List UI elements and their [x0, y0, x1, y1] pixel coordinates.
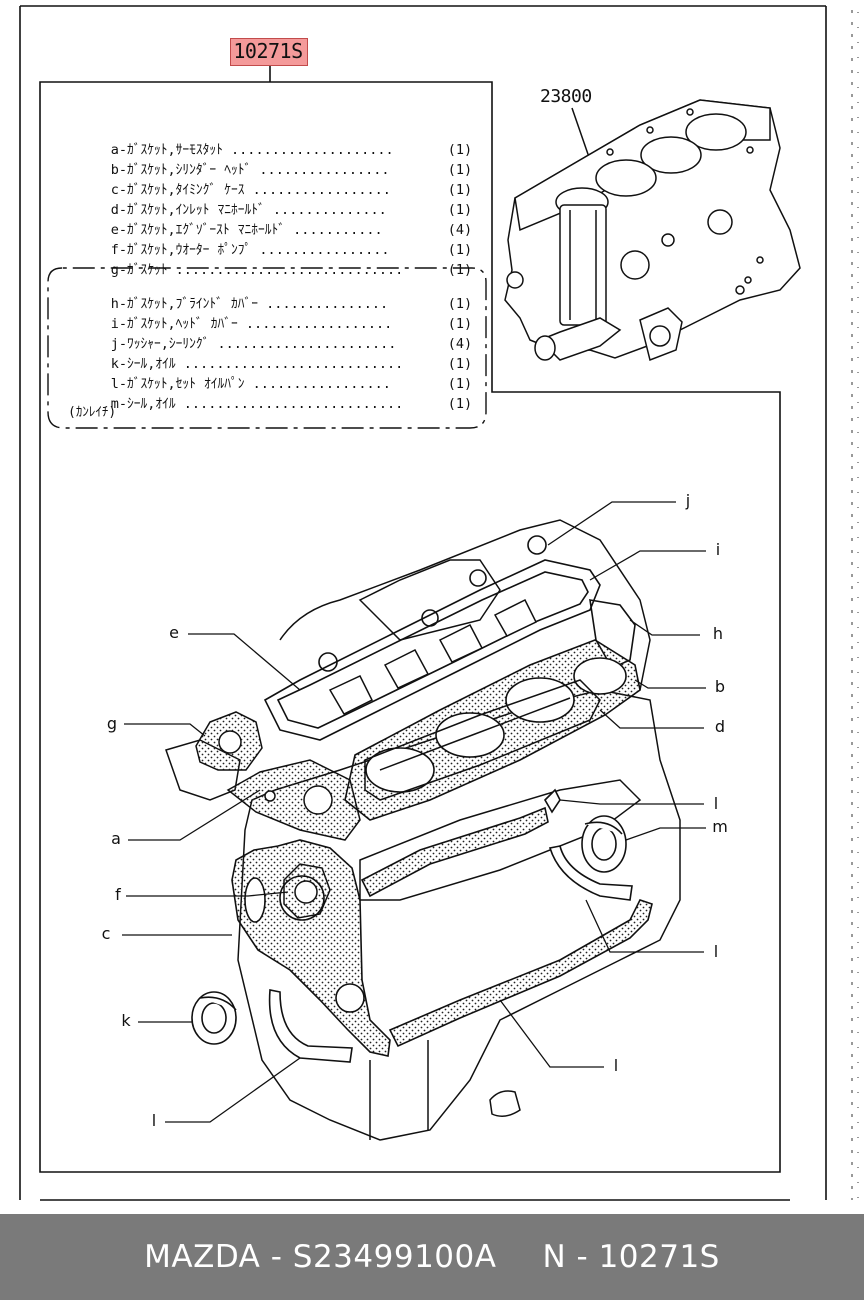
item-quantity: (1)	[447, 356, 473, 372]
callout-c: c	[101, 924, 111, 943]
parts-list: a-ｶﾞｽｹｯﾄ,ｻｰﾓｽﾀｯﾄ .................... (1)…	[62, 120, 482, 278]
kit-part-number-highlight	[230, 38, 308, 66]
list-item: c-ｶﾞｽｹｯﾄ,ﾀｲﾐﾝｸﾞ ｹｰｽ ................. (1)	[62, 160, 472, 198]
item-quantity: (1)	[447, 396, 473, 412]
kit-part-number: 10271S	[233, 39, 303, 63]
list-item: l-ｶﾞｽｹｯﾄ,ｾｯﾄ ｵｲﾙﾊﾟﾝ ................. (1)	[62, 354, 472, 392]
item-letter: d	[110, 202, 119, 218]
item-quantity: (1)	[447, 242, 473, 258]
item-quantity: (4)	[447, 336, 473, 352]
block-assembly-number: 23800	[540, 86, 592, 107]
item-letter: h	[110, 296, 119, 312]
item-description: -ｶﾞｽｹｯﾄ,ｳｵｰﾀｰ ﾎﾟﾝﾌﾟ ................	[118, 242, 390, 258]
callout-b: b	[714, 677, 726, 696]
item-letter: c	[110, 182, 119, 198]
item-letter: g	[110, 262, 119, 278]
kit-bracket-box	[39, 64, 781, 1173]
item-description: -ｶﾞｽｹｯﾄ,ｼﾘﾝﾀﾞｰ ﾍｯﾄﾞ ................	[118, 162, 390, 178]
item-letter: a	[110, 142, 119, 158]
exploded-engine-diagram	[19, 5, 859, 1201]
item-quantity: (4)	[447, 222, 473, 238]
item-description: -ｶﾞｽｹｯﾄ ............................	[118, 262, 404, 278]
related-parts-note: (ｶﾝﾚｲﾁ)	[68, 405, 117, 420]
related-parts-list: h-ｶﾞｽｹｯﾄ,ﾌﾞﾗｲﾝﾄﾞ ｶﾊﾞｰ ............... (1)…	[62, 274, 482, 412]
footer-bar: MAZDA - S23499100A N - 10271S	[0, 1214, 864, 1300]
item-quantity: (1)	[447, 162, 473, 178]
list-item: m-ｼｰﾙ,ｵｲﾙ ........................... (1)	[62, 374, 472, 412]
footer-caption: MAZDA - S23499100A N - 10271S	[0, 1214, 864, 1300]
callout-i: i	[715, 540, 721, 559]
list-item: a-ｶﾞｽｹｯﾄ,ｻｰﾓｽﾀｯﾄ .................... (1)	[62, 120, 472, 158]
page-frame	[19, 5, 827, 1201]
leader-lines	[122, 501, 706, 1123]
item-description: -ﾜｯｼｬｰ,ｼｰﾘﾝｸﾞ ......................	[118, 336, 397, 352]
callout-f: f	[115, 885, 121, 904]
callout-e: e	[169, 623, 179, 642]
item-letter: j	[110, 336, 119, 352]
item-description: -ｶﾞｽｹｯﾄ,ｾｯﾄ ｵｲﾙﾊﾟﾝ .................	[118, 376, 391, 392]
list-item: k-ｼｰﾙ,ｵｲﾙ ........................... (1)	[62, 334, 472, 372]
item-quantity: (1)	[447, 202, 473, 218]
callout-h: h	[712, 624, 724, 643]
callout-k: k	[121, 1011, 131, 1030]
callout-l-top: l	[713, 794, 719, 813]
callout-g: g	[106, 714, 118, 733]
callout-a: a	[111, 829, 121, 848]
item-quantity: (1)	[447, 182, 473, 198]
callout-j: j	[685, 491, 691, 510]
footer-n-label: N	[542, 1239, 567, 1275]
item-description: -ｶﾞｽｹｯﾄ,ｻｰﾓｽﾀｯﾄ ....................	[118, 142, 394, 158]
item-description: -ｶﾞｽｹｯﾄ,ﾀｲﾐﾝｸﾞ ｹｰｽ .................	[118, 182, 391, 198]
item-description: -ｼｰﾙ,ｵｲﾙ ...........................	[118, 396, 404, 412]
item-quantity: (1)	[447, 376, 473, 392]
oil-seal-k	[191, 991, 237, 1045]
list-item: h-ｶﾞｽｹｯﾄ,ﾌﾞﾗｲﾝﾄﾞ ｶﾊﾞｰ ............... (1)	[62, 274, 472, 312]
list-item: b-ｶﾞｽｹｯﾄ,ｼﾘﾝﾀﾞｰ ﾍｯﾄﾞ ................ (1)	[62, 140, 472, 178]
oil-seal-m	[581, 815, 627, 873]
item-description: -ｶﾞｽｹｯﾄ,ﾍｯﾄﾞ ｶﾊﾞｰ ..................	[118, 316, 393, 332]
item-letter: m	[110, 396, 119, 412]
item-quantity: (1)	[447, 142, 473, 158]
footer-brand: MAZDA	[144, 1239, 261, 1275]
footer-separator-2: -	[576, 1239, 589, 1275]
right-edge-marks	[851, 10, 859, 1200]
list-item: f-ｶﾞｽｹｯﾄ,ｳｵｰﾀｰ ﾎﾟﾝﾌﾟ ................ (1)	[62, 220, 472, 258]
item-letter: l	[110, 376, 119, 392]
item-letter: e	[110, 222, 119, 238]
item-quantity: (1)	[447, 296, 473, 312]
footer-separator: -	[270, 1239, 283, 1275]
list-item: i-ｶﾞｽｹｯﾄ,ﾍｯﾄﾞ ｶﾊﾞｰ .................. (1)	[62, 294, 472, 332]
related-parts-dashed-box	[47, 267, 487, 429]
cylinder-block-sketch	[504, 99, 801, 362]
callout-m: m	[712, 817, 728, 836]
list-item: j-ﾜｯｼｬｰ,ｼｰﾘﾝｸﾞ ...................... (4)	[62, 314, 472, 352]
item-letter: k	[110, 356, 119, 372]
footer-oem-number: S23499100A	[292, 1239, 497, 1275]
head-cover-gasket	[263, 535, 601, 741]
item-description: -ｶﾞｽｹｯﾄ,ｲﾝﾚｯﾄ ﾏﾆﾎｰﾙﾄﾞ ..............	[118, 202, 387, 218]
callout-l-bottom: l	[613, 1056, 619, 1075]
item-quantity: (1)	[447, 316, 473, 332]
item-description: -ｶﾞｽｹｯﾄ,ﾌﾞﾗｲﾝﾄﾞ ｶﾊﾞｰ ...............	[118, 296, 389, 312]
oil-pan-gasket-set	[268, 788, 653, 1063]
item-letter: f	[110, 242, 119, 258]
item-letter: i	[110, 316, 119, 332]
list-item: d-ｶﾞｽｹｯﾄ,ｲﾝﾚｯﾄ ﾏﾆﾎｰﾙﾄﾞ .............. (1)	[62, 180, 472, 218]
list-item: e-ｶﾞｽｹｯﾄ,ｴｸﾞｿﾞｰｽﾄ ﾏﾆﾎｰﾙﾄﾞ ........... (4)	[62, 200, 472, 238]
thermostat-gasket	[226, 759, 361, 841]
water-pump-gasket	[283, 863, 331, 919]
list-item: g-ｶﾞｽｹｯﾄ ............................ (1)	[62, 240, 472, 278]
item-letter: b	[110, 162, 119, 178]
item-description: -ｼｰﾙ,ｵｲﾙ ...........................	[118, 356, 404, 372]
item-description: -ｶﾞｽｹｯﾄ,ｴｸﾞｿﾞｰｽﾄ ﾏﾆﾎｰﾙﾄﾞ ...........	[118, 222, 383, 238]
footer-n-number: 10271S	[598, 1239, 720, 1275]
callout-l-left: l	[151, 1111, 157, 1130]
exhaust-manifold-gaskets	[328, 598, 538, 715]
callout-l-right: l	[713, 942, 719, 961]
item-quantity: (1)	[447, 262, 473, 278]
gasket-g	[195, 711, 263, 771]
intake-manifold-gasket	[364, 679, 601, 801]
callout-d: d	[714, 717, 726, 736]
